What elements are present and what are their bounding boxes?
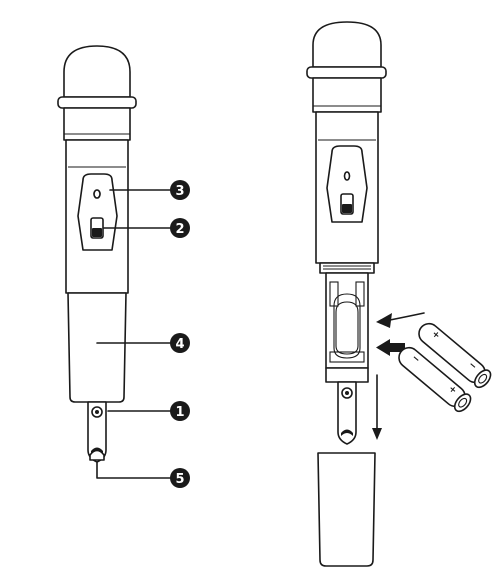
right-mic-control-panel <box>326 145 368 223</box>
left-mic-grille-ring <box>57 96 137 109</box>
removed-battery-sleeve <box>317 452 376 567</box>
callout-badge-4: 4 <box>170 333 190 353</box>
callout-badge-2: 2 <box>170 218 190 238</box>
callout-label-3: 3 <box>175 184 184 199</box>
right-mic-thread <box>319 262 375 274</box>
callout-badge-5: 5 <box>170 468 190 488</box>
left-mic-control-panel <box>77 173 118 251</box>
left-microphone <box>57 45 137 463</box>
callout-leaders <box>96 189 171 479</box>
left-mic-battery-sleeve <box>67 292 127 403</box>
insert-arrow-icon <box>376 339 405 356</box>
down-arrow-icon <box>372 374 382 440</box>
callout-badge-3: 3 <box>170 180 190 200</box>
callout-label-4: 4 <box>175 337 184 352</box>
battery-lower: − + <box>398 346 472 413</box>
left-mic-grille <box>63 45 131 98</box>
callout-label-5: 5 <box>175 472 184 487</box>
curved-arrow-icon <box>376 312 425 328</box>
callout-badge-1: 1 <box>170 401 190 421</box>
right-microphone <box>306 21 387 445</box>
callout-label-2: 2 <box>175 222 184 237</box>
callout-label-1: 1 <box>175 405 184 420</box>
right-mic-grille <box>312 21 382 68</box>
right-mic-neck <box>312 77 382 113</box>
battery-upper: + − <box>418 322 492 389</box>
left-led-indicator <box>93 189 101 199</box>
right-mic-connector <box>337 381 357 445</box>
right-mic-grille-ring <box>306 66 387 79</box>
left-mic-neck <box>63 107 131 141</box>
battery-illustration: + − − + <box>398 322 492 413</box>
right-led-indicator <box>343 171 351 181</box>
